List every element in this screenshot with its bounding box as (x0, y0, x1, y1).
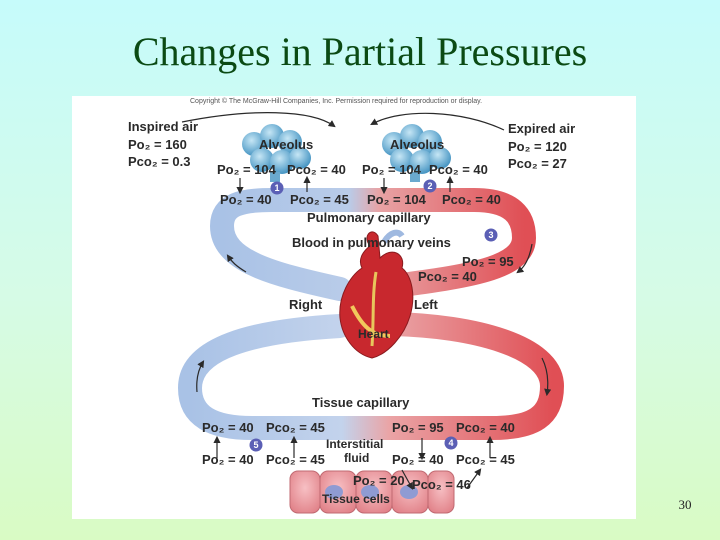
o2-diffusion-arrow (401, 469, 414, 490)
expired-air-label: Expired air (508, 121, 575, 136)
circulation-diagram: Copyright © The McGraw-Hill Companies, I… (128, 97, 575, 514)
inspired-air-label: Inspired air (128, 119, 198, 134)
pulmonary-right-pco2: Pco₂ = 40 (442, 192, 501, 207)
pulmonary-veins-po2: Po₂ = 95 (462, 254, 514, 269)
tissue-cells-po2: Po₂ = 20 (353, 473, 405, 488)
heart-illustration (339, 229, 414, 359)
pulmonary-left-po2: Po₂ = 40 (220, 192, 272, 207)
exhale-arrow (370, 112, 505, 131)
alveolus-left-label: Alveolus (259, 137, 313, 152)
interstitial-label-1: Interstitial (326, 437, 383, 451)
heart-label: Heart (358, 327, 389, 341)
pulmonary-right-po2: Po₂ = 104 (367, 192, 427, 207)
inspired-po2: Po₂ = 160 (128, 137, 187, 152)
tissue-cells-group (289, 470, 455, 514)
interstitial-left-po2: Po₂ = 40 (202, 452, 254, 467)
step-badge-5: 5 (249, 438, 263, 452)
alveolus-left-cluster (242, 124, 311, 182)
slide-title: Changes in Partial Pressures (132, 29, 588, 74)
page-number: 30 (678, 497, 692, 512)
flow-arrow (516, 243, 533, 274)
copyright-notice: Copyright © The McGraw-Hill Companies, I… (190, 97, 482, 105)
pulmonary-veins-label: Blood in pulmonary veins (292, 235, 451, 250)
interstitial-left-pco2: Pco₂ = 45 (266, 452, 325, 467)
pulmonary-veins-pco2: Pco₂ = 40 (418, 269, 477, 284)
step-badge-4: 4 (444, 436, 458, 450)
interstitial-label-2: fluid (344, 451, 369, 465)
tissue-cap-left-po2: Po₂ = 40 (202, 420, 254, 435)
gas-exchange-figure: Copyright © The McGraw-Hill Companies, I… (72, 96, 636, 519)
step-badge-2: 2 (423, 179, 437, 193)
expired-pco2: Pco₂ = 27 (508, 156, 567, 171)
interstitial-right-pco2: Pco₂ = 45 (456, 452, 515, 467)
tissue-cells-pco2: Pco₂ = 46 (412, 477, 471, 492)
co2-diffusion-arrow (466, 468, 482, 489)
systemic-loop (177, 312, 565, 440)
alveolus-left-pco2: Pco₂ = 40 (287, 162, 346, 177)
pulmonary-left-pco2: Pco₂ = 45 (290, 192, 349, 207)
tissue-cap-right-po2: Po₂ = 95 (392, 420, 444, 435)
svg-text:5: 5 (253, 440, 258, 450)
tissue-cap-left-pco2: Pco₂ = 45 (266, 420, 325, 435)
pulmonary-capillary-label: Pulmonary capillary (307, 210, 431, 225)
svg-text:1: 1 (274, 183, 279, 193)
tissue-cells-label: Tissue cells (322, 492, 390, 506)
alveolus-right-po2: Po₂ = 104 (362, 162, 422, 177)
flow-arrow (196, 360, 205, 393)
alveolus-right-cluster (382, 124, 451, 182)
svg-text:3: 3 (488, 230, 493, 240)
flow-arrow (541, 357, 552, 397)
step-badge-1: 1 (270, 181, 284, 195)
heart-left-label: Left (414, 297, 439, 312)
step-badge-3: 3 (484, 228, 498, 242)
alveolus-right-label: Alveolus (390, 137, 444, 152)
flow-arrow (226, 254, 247, 273)
interstitial-right-po2: Po₂ = 40 (392, 452, 444, 467)
alveolus-left-po2: Po₂ = 104 (217, 162, 277, 177)
tissue-capillary-label: Tissue capillary (312, 395, 410, 410)
svg-text:4: 4 (448, 438, 453, 448)
expired-po2: Po₂ = 120 (508, 139, 567, 154)
heart-right-label: Right (289, 297, 323, 312)
svg-text:2: 2 (427, 181, 432, 191)
inhale-arrow (181, 112, 336, 128)
alveolus-right-pco2: Pco₂ = 40 (429, 162, 488, 177)
tissue-cap-right-pco2: Pco₂ = 40 (456, 420, 515, 435)
pulmonary-loop (209, 188, 537, 301)
inspired-pco2: Pco₂ = 0.3 (128, 154, 191, 169)
